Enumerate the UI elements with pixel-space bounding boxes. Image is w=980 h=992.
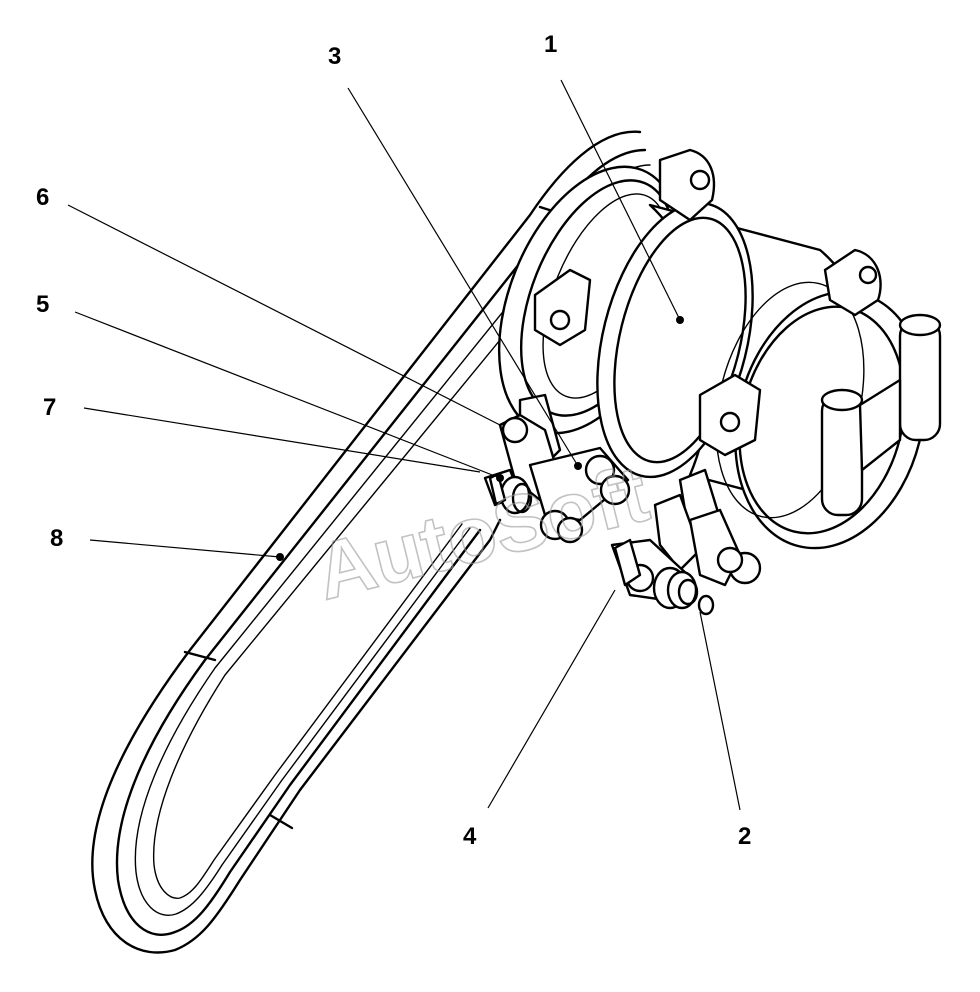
leader-5-dot bbox=[496, 474, 504, 482]
leader-8 bbox=[89, 539, 281, 558]
callout-1: 1 bbox=[544, 31, 557, 58]
leader-1 bbox=[560, 79, 681, 321]
leader-5 bbox=[74, 311, 501, 479]
right-bracket-assembly bbox=[610, 493, 762, 616]
leader-2 bbox=[699, 611, 741, 811]
callout-4: 4 bbox=[463, 823, 477, 850]
leader-8-dot bbox=[276, 553, 284, 561]
callout-labels: 1 2 3 4 5 6 7 8 bbox=[36, 31, 751, 850]
leader-3-dot bbox=[574, 462, 582, 470]
leader-lines bbox=[67, 79, 741, 811]
callout-7: 7 bbox=[43, 394, 56, 421]
leader-1-dot bbox=[676, 316, 684, 324]
callout-5: 5 bbox=[36, 291, 49, 318]
leader-7 bbox=[83, 407, 481, 473]
generator-body bbox=[518, 148, 942, 557]
leader-3 bbox=[347, 87, 579, 467]
callout-3: 3 bbox=[328, 43, 341, 70]
watermark: AutoSoft bbox=[307, 448, 656, 616]
left-bracket-assembly bbox=[483, 413, 631, 544]
callout-6: 6 bbox=[36, 184, 49, 211]
callout-2: 2 bbox=[738, 823, 751, 850]
leader-6 bbox=[67, 204, 501, 426]
callout-8: 8 bbox=[50, 525, 63, 552]
leader-4 bbox=[487, 589, 616, 809]
